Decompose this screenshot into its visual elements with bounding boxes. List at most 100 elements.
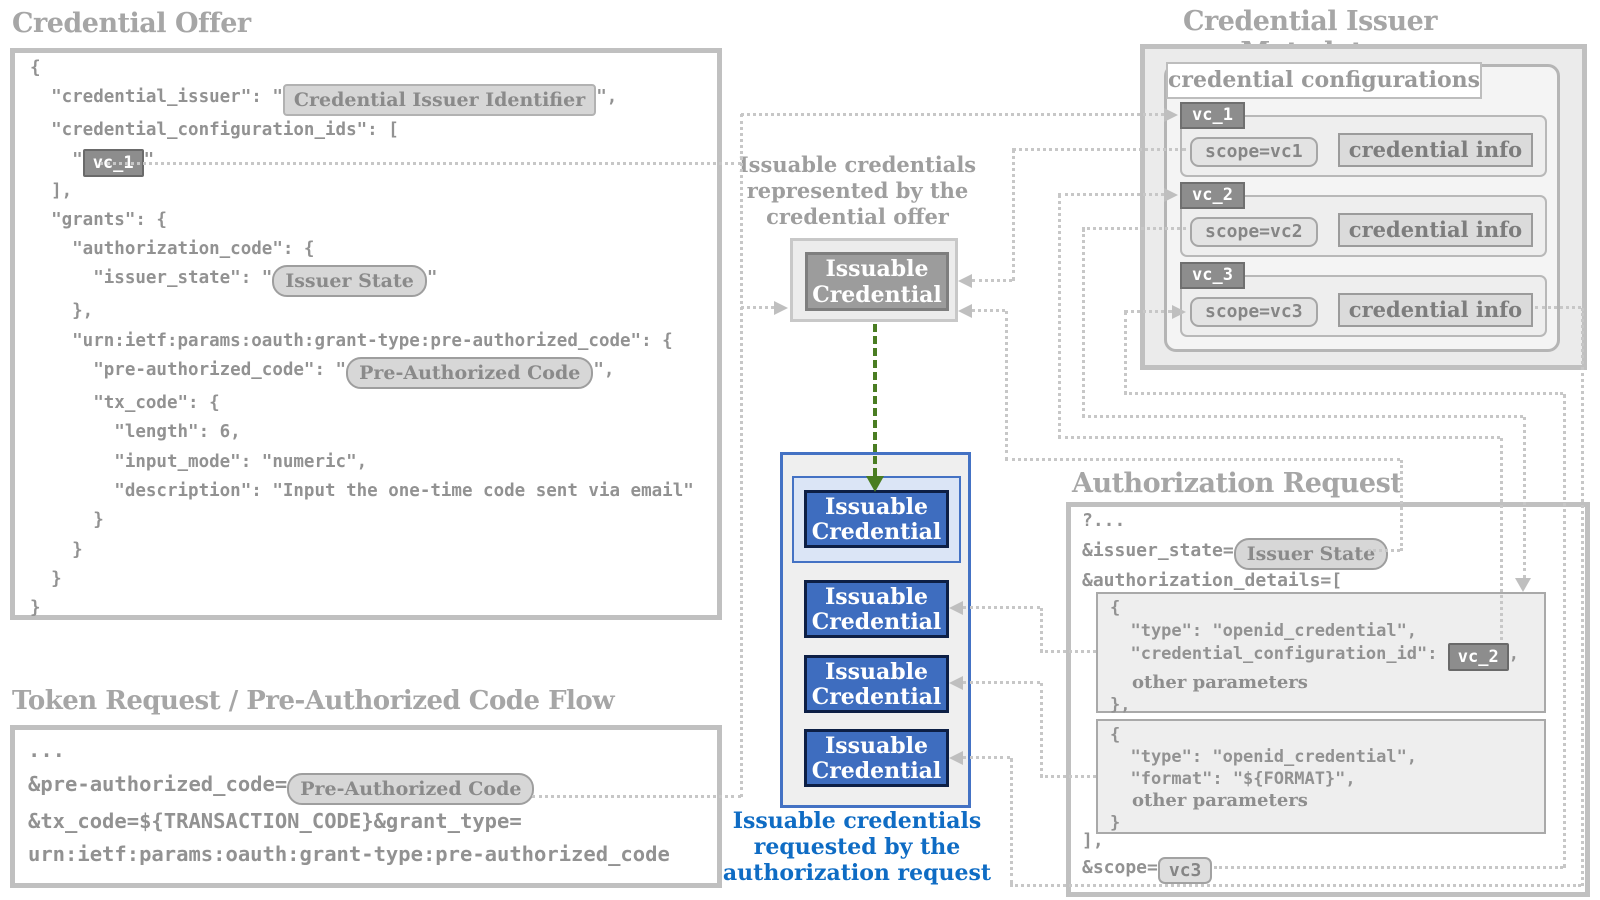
green-arrow-down-icon <box>866 476 884 492</box>
green-dashed-connector <box>873 324 877 476</box>
issuable-credential-card-blue: Issuable Credential <box>804 580 949 638</box>
scope-vc3-badge: scope=vc3 <box>1190 297 1318 327</box>
dotted-connector <box>1058 193 1164 196</box>
dotted-connector <box>1010 758 1013 884</box>
dotted-connector <box>1400 460 1403 551</box>
credential-info-vc3: credential info <box>1338 293 1533 327</box>
dotted-connector <box>1012 148 1186 151</box>
code-line: other parameters <box>1132 672 1308 693</box>
dotted-connector <box>972 309 1005 312</box>
vc3-tab: vc_3 <box>1180 262 1245 289</box>
credential-offer-json: { "credential_issuer": "Credential Issue… <box>30 54 694 623</box>
code-line: "credential_issuer": "Credential Issuer … <box>30 83 694 117</box>
token-request-panel <box>10 725 722 888</box>
arrow-left-icon <box>949 601 963 615</box>
pre-authorized-code-badge: Pre-Authorized Code <box>346 357 594 390</box>
dotted-connector <box>1082 227 1186 230</box>
code-line: } <box>30 510 104 531</box>
code-line: "grants": { <box>30 209 167 230</box>
arrow-left-icon <box>958 274 972 288</box>
arrow-left-icon <box>949 676 963 690</box>
authorization-detail-box-2: { "type": "openid_credential", "format":… <box>1096 719 1546 834</box>
arrow-right-icon <box>1164 188 1178 202</box>
dotted-connector <box>1581 308 1584 886</box>
dotted-connector <box>1040 650 1096 653</box>
code-line: "credential_configuration_ids": [ <box>30 120 399 141</box>
dotted-connector <box>972 279 1012 282</box>
dotted-connector <box>741 306 774 309</box>
dotted-connector <box>1005 311 1008 460</box>
code-line: &pre-authorized_code=Pre-Authorized Code <box>28 768 670 805</box>
vc1-tab: vc_1 <box>1180 102 1245 129</box>
dotted-connector <box>1040 608 1043 652</box>
token-request-title: Token Request / Pre-Authorized Code Flow <box>12 686 615 716</box>
arrow-right-icon <box>1172 305 1186 319</box>
token-request-text: ... &pre-authorized_code=Pre-Authorized … <box>28 734 670 872</box>
scope-vc2-badge: scope=vc2 <box>1190 217 1318 247</box>
dotted-connector <box>1523 417 1526 578</box>
dotted-connector <box>1500 438 1503 640</box>
dotted-connector <box>741 113 1164 116</box>
code-line: urn:ietf:params:oauth:grant-type:pre-aut… <box>28 842 670 866</box>
dotted-connector <box>1214 866 1563 869</box>
code-line: "format": "${FORMAT}", <box>1110 769 1356 789</box>
code-line: ], <box>30 180 73 201</box>
credential-configurations-label: credential configurations <box>1166 62 1482 99</box>
dotted-connector <box>740 114 743 797</box>
arrow-down-icon <box>1515 578 1531 592</box>
dotted-connector <box>1124 312 1127 394</box>
code-line: other parameters <box>1132 790 1308 811</box>
arrow-left-icon <box>949 751 963 765</box>
vc2-tab: vc_2 <box>1180 182 1245 209</box>
code-line: "type": "openid_credential", <box>1110 747 1418 767</box>
issuer-state-badge: Issuer State <box>1233 538 1389 570</box>
code-line: } <box>30 539 83 560</box>
code-line: }, <box>30 301 94 322</box>
code-line: &scope=vc3 <box>1082 855 1213 884</box>
code-line: "authorization_code": { <box>30 239 315 260</box>
dotted-connector <box>1082 229 1085 417</box>
code-line: "urn:ietf:params:oauth:grant-type:pre-au… <box>30 330 673 351</box>
dotted-connector <box>1124 392 1563 395</box>
issuer-state-badge: Issuer State <box>272 265 427 298</box>
code-line: } <box>1110 813 1121 833</box>
dotted-connector <box>1124 310 1172 313</box>
dotted-connector <box>1040 775 1096 778</box>
code-line: "pre-authorized_code": "Pre-Authorized C… <box>30 356 694 390</box>
arrow-right-icon <box>1164 108 1178 122</box>
issuable-credential-card-blue: Issuable Credential <box>804 729 949 787</box>
code-line: &tx_code=${TRANSACTION_CODE}&grant_type= <box>28 808 522 833</box>
code-line: ], <box>1082 830 1104 851</box>
dotted-connector <box>1005 458 1400 461</box>
dotted-connector <box>1058 195 1061 438</box>
code-line: { <box>1110 725 1121 745</box>
credential-info-vc2: credential info <box>1338 213 1533 247</box>
code-line: "issuer_state": "Issuer State" <box>30 264 694 298</box>
issuable-credential-card-blue: Issuable Credential <box>804 490 949 548</box>
dotted-connector <box>100 162 741 165</box>
dotted-connector <box>1368 549 1400 552</box>
code-line: "length": 6, <box>30 422 241 443</box>
vc3-scope-badge: vc3 <box>1157 857 1213 884</box>
code-line: &authorization_details=[ <box>1082 570 1343 591</box>
code-line: "type": "openid_credential", <box>1110 621 1418 641</box>
credential-offer-panel <box>10 48 722 620</box>
dotted-connector <box>1058 436 1500 439</box>
pre-authorized-code-badge: Pre-Authorized Code <box>287 772 535 805</box>
credential-issuer-identifier-badge: Credential Issuer Identifier <box>282 84 597 117</box>
authorization-request-title: Authorization Request <box>1072 468 1403 499</box>
vc2-badge: vc_2 <box>1447 643 1509 671</box>
code-line: { <box>30 58 41 78</box>
dotted-connector <box>1012 149 1015 281</box>
credential-info-vc1: credential info <box>1338 133 1533 167</box>
dotted-connector <box>532 795 741 798</box>
issuable-credential-card-gray: Issuable Credential <box>805 252 949 311</box>
code-line: &issuer_state=Issuer State <box>1082 538 1389 570</box>
issuable-credential-offer-wrapper: Issuable Credential <box>790 238 958 322</box>
issuable-credential-card-blue: Issuable Credential <box>804 655 949 713</box>
code-line: { <box>1110 598 1121 618</box>
code-line: "description": "Input the one-time code … <box>30 480 694 501</box>
credential-offer-title: Credential Offer <box>12 8 251 39</box>
offer-issuables-caption: Issuable credentials represented by the … <box>738 152 977 229</box>
